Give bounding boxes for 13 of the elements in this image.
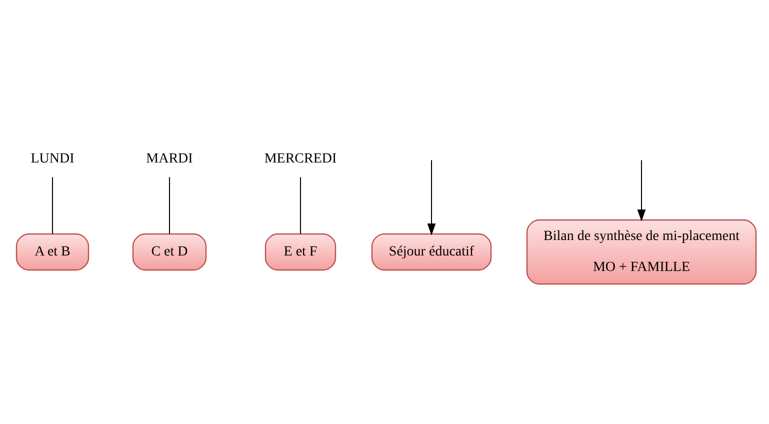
node-text: MARDI	[146, 151, 193, 166]
node-box: Séjour éducatif	[371, 232, 492, 270]
arrow	[427, 159, 436, 235]
connector	[169, 176, 170, 234]
node-box: E et F	[264, 232, 336, 270]
node-box: C et D	[132, 232, 207, 270]
node-text: LUNDI	[30, 151, 74, 166]
node-text: MERCREDI	[264, 151, 337, 166]
arrow	[637, 159, 646, 221]
connector	[52, 176, 53, 234]
connector	[300, 176, 301, 234]
node-box: Bilan de synthèse de mi-placement MO + FAMILLE	[526, 218, 757, 284]
node-box: A et B	[16, 232, 90, 270]
